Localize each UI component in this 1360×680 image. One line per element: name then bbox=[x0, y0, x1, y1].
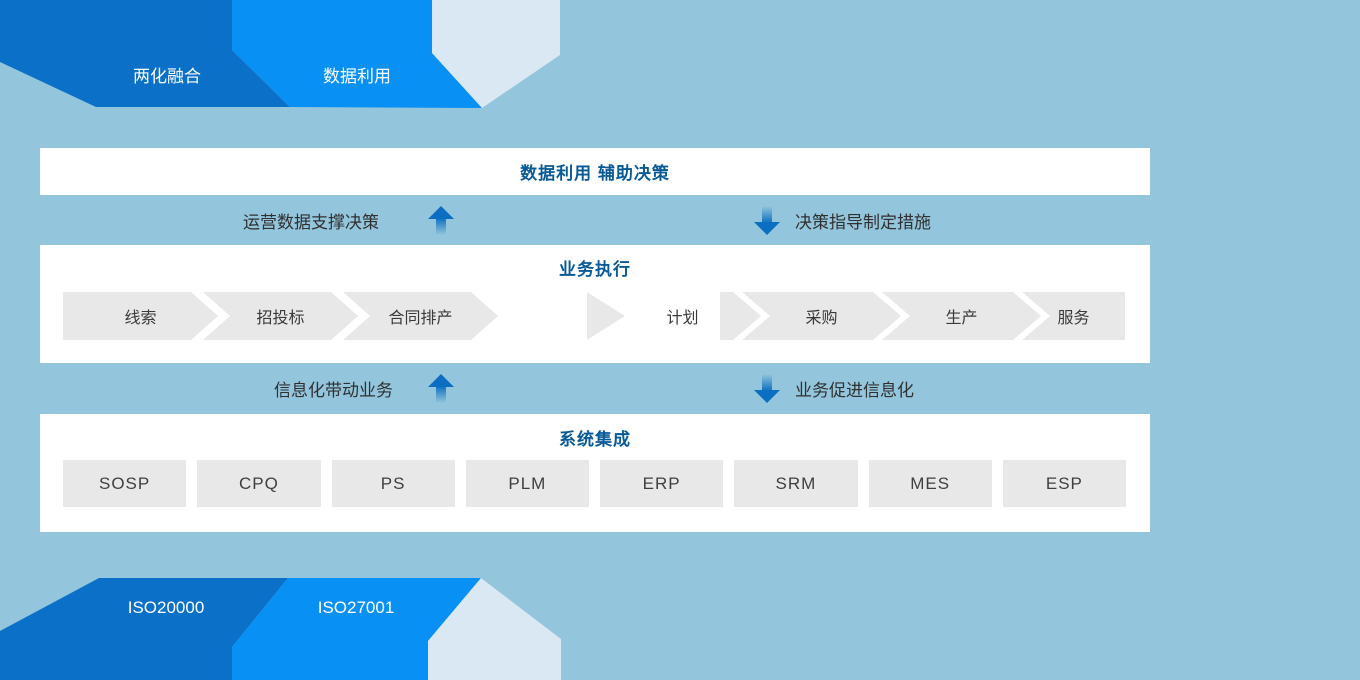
decision-layer-title: 数据利用 辅助决策 bbox=[520, 164, 670, 183]
execution-layer-title: 业务执行 bbox=[559, 260, 631, 279]
system-box-esp: ESP bbox=[1002, 460, 1126, 507]
flow-down-label-2: 业务促进信息化 bbox=[795, 380, 914, 400]
cert-iso20000[interactable]: ISO20000 bbox=[127, 598, 205, 617]
system-box-sosp: SOSP bbox=[63, 460, 187, 507]
system-box-cpq: CPQ bbox=[197, 460, 321, 507]
process-step-bidding: 招投标 bbox=[203, 292, 358, 340]
system-box-ps: PS bbox=[331, 460, 455, 507]
flow-up-label-1: 运营数据支撑决策 bbox=[243, 212, 379, 232]
flow-up-label-2: 信息化带动业务 bbox=[274, 380, 393, 400]
system-box-plm: PLM bbox=[465, 460, 589, 507]
process-step-leads: 线索 bbox=[63, 292, 218, 340]
process-step-planning: 计划 bbox=[666, 310, 699, 327]
tab-two-modernizations-integration[interactable]: 两化融合 bbox=[133, 67, 201, 86]
cert-iso27001[interactable]: ISO27001 bbox=[317, 598, 395, 617]
arrow-up-icon bbox=[428, 374, 454, 403]
arrow-down-icon bbox=[754, 374, 780, 403]
arrow-up-icon bbox=[428, 206, 454, 235]
decision-layer-band: 数据利用 辅助决策 bbox=[40, 148, 1150, 195]
top-banner-decoration bbox=[0, 0, 570, 108]
system-box-erp: ERP bbox=[600, 460, 724, 507]
tab-data-utilization[interactable]: 数据利用 bbox=[323, 67, 391, 86]
system-box-srm: SRM bbox=[734, 460, 858, 507]
flow-down-label-1: 决策指导制定措施 bbox=[795, 212, 931, 232]
bottom-banner-decoration bbox=[0, 572, 575, 680]
system-box-row: SOSP CPQ PS PLM ERP SRM MES ESP bbox=[63, 460, 1126, 507]
arrow-down-icon bbox=[754, 206, 780, 235]
system-box-mes: MES bbox=[868, 460, 992, 507]
integration-layer-title: 系统集成 bbox=[559, 430, 631, 449]
process-step-production: 生产 bbox=[882, 292, 1041, 340]
